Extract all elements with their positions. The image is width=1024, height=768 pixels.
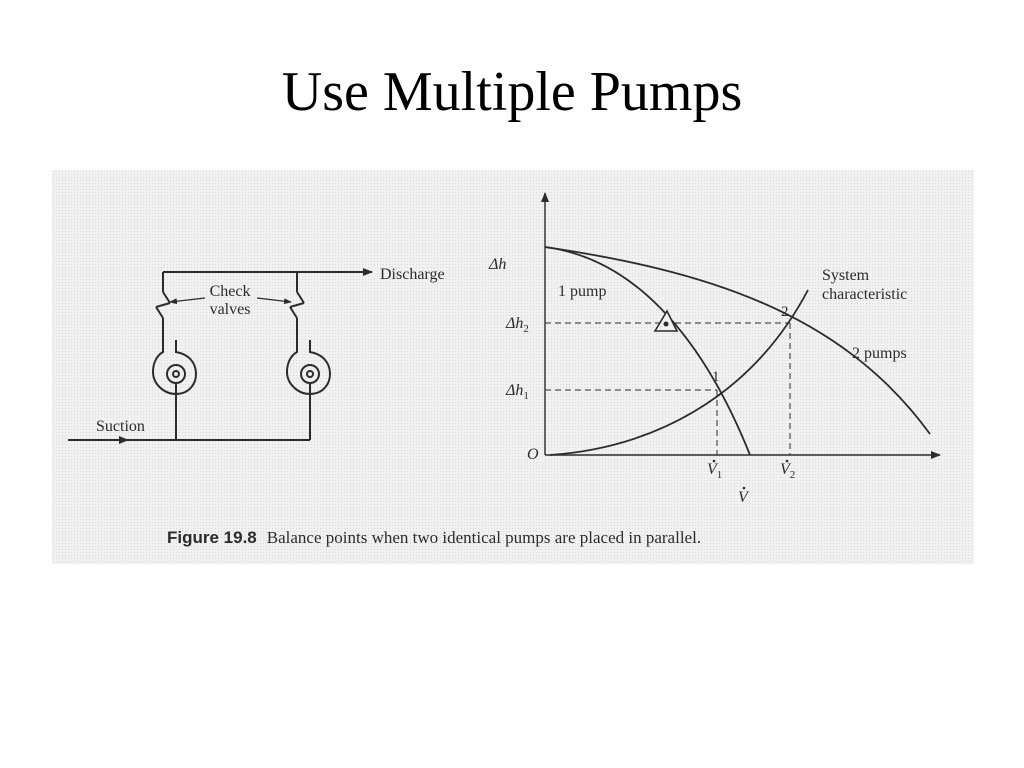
pump-right — [285, 340, 332, 396]
dh2-label: Δh2 — [505, 315, 529, 335]
suction-label: Suction — [96, 418, 145, 435]
check-valves-label-line1: Check — [210, 283, 251, 300]
pump-graph — [541, 192, 941, 459]
system-label-line1: System — [822, 267, 870, 284]
check-valve-right — [289, 291, 305, 319]
curve-1-pump — [544, 246, 751, 456]
figure-panel — [52, 170, 974, 564]
v2-label: V2 — [780, 461, 795, 481]
pump-schematic — [68, 268, 373, 444]
point-1-label: 1 — [712, 369, 720, 385]
slide-title: Use Multiple Pumps — [281, 61, 743, 123]
system-label-line2: characteristic — [822, 286, 907, 303]
v1-dot — [712, 459, 716, 463]
discharge-label: Discharge — [380, 266, 445, 283]
v1-label: V1 — [707, 461, 722, 481]
y-axis-label: Δh — [488, 256, 506, 273]
check-valves-label-line2: valves — [210, 301, 251, 318]
triangle-marker — [653, 309, 679, 332]
point-2-label: 2 — [781, 304, 789, 320]
curve-2-pumps-label: 2 pumps — [852, 345, 907, 362]
x-axis-label: V — [738, 489, 750, 506]
curve-1-pump-label: 1 pump — [558, 283, 606, 300]
dh1-label: Δh1 — [505, 382, 529, 402]
check-valve-left — [155, 291, 171, 319]
x-axis-dot — [742, 486, 746, 490]
system-characteristic-curve — [549, 289, 809, 456]
origin-label: O — [527, 446, 539, 463]
curve-2-pumps — [544, 246, 931, 435]
pump-left — [151, 340, 198, 396]
check-valve-leader-left — [169, 297, 206, 305]
v2-dot — [785, 459, 789, 463]
check-valve-leader-right — [256, 297, 292, 305]
